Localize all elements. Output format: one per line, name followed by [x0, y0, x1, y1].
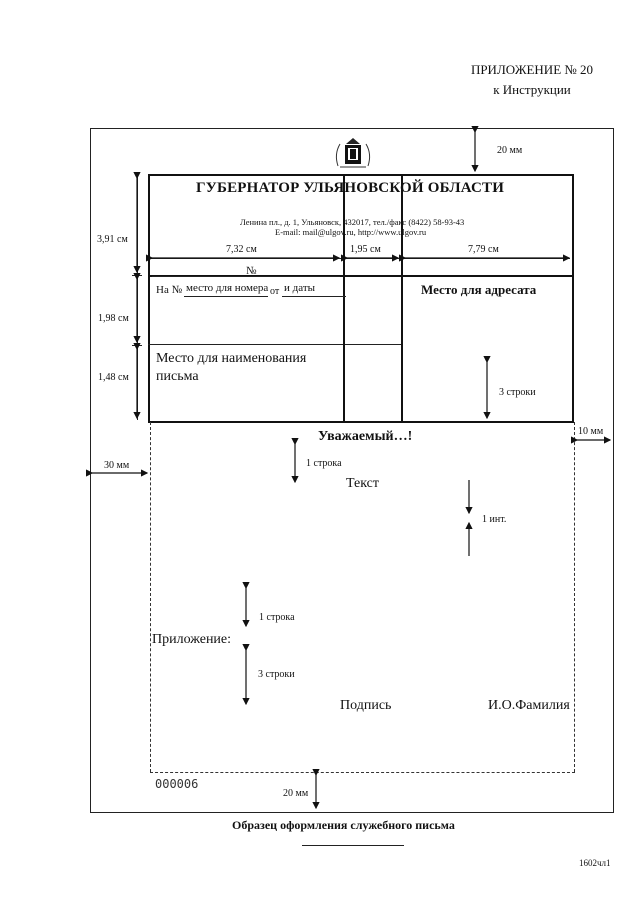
- letterhead-email: E-mail: mail@ulgov.ru, http://www.ulgov.…: [275, 227, 427, 237]
- doc-code: 1602чл1: [579, 858, 611, 868]
- addressee-gap-label: 3 строки: [499, 387, 536, 398]
- column-divider-1: [343, 175, 345, 422]
- appendix-label: Приложение:: [152, 632, 232, 647]
- appendix-title: ПРИЛОЖЕНИЕ № 20: [470, 62, 594, 77]
- figure-caption: Образец оформления служебного письма: [232, 818, 455, 832]
- appendix-gap-label: 1 строка: [259, 612, 295, 623]
- signature-gap-label: 3 строки: [258, 669, 295, 680]
- coat-of-arms-icon: [332, 136, 374, 172]
- letterhead-bottom-border: [148, 421, 574, 423]
- page-code: 000006: [155, 777, 199, 791]
- signature-placeholder: Подпись: [340, 698, 392, 713]
- col1-width-label: 7,32 см: [226, 244, 257, 255]
- top-margin-label: 20 мм: [497, 145, 523, 156]
- letterhead-title: ГУБЕРНАТОР УЛЬЯНОВСКОЙ ОБЛАСТИ: [196, 180, 505, 196]
- caption-underline: [302, 845, 404, 846]
- text-area-bottom-edge: [150, 772, 575, 773]
- appendix-heading: ПРИЛОЖЕНИЕ № 20 к Инструкции: [462, 60, 602, 100]
- letterhead-address: Ленина пл., д. 1, Ульяновск, 432017, тел…: [240, 217, 465, 227]
- appendix-subtitle: к Инструкции: [493, 82, 571, 97]
- header-bottom-line: [148, 275, 573, 277]
- number-sign: №: [246, 265, 257, 277]
- title-row-line: [148, 344, 402, 345]
- bottom-margin-label: 20 мм: [283, 788, 309, 799]
- right-margin-label: 10 мм: [578, 426, 604, 437]
- reply-from: от: [270, 286, 280, 297]
- left-margin-label: 30 мм: [104, 460, 130, 471]
- letterhead-top-border: [148, 174, 573, 176]
- signer-name: И.О.Фамилия: [488, 698, 570, 713]
- reply-prefix: На №: [156, 284, 183, 296]
- letterhead-left-border: [148, 174, 150, 422]
- reply-number-line: [184, 296, 268, 297]
- column-divider-2: [401, 175, 403, 422]
- reply-height-label: 1,98 см: [98, 313, 129, 324]
- text-gap-label: 1 инт.: [482, 514, 507, 525]
- reply-number-placeholder: место для номера: [186, 282, 269, 294]
- header-height-label: 3,91 см: [97, 234, 128, 245]
- reply-date-line: [282, 296, 346, 297]
- reply-date-placeholder: и даты: [284, 282, 316, 294]
- title-height-label: 1,48 см: [98, 372, 129, 383]
- col3-width-label: 7,79 см: [468, 244, 499, 255]
- text-area-right-edge: [574, 422, 575, 772]
- greeting: Уважаемый…!: [318, 429, 413, 444]
- addressee-placeholder: Место для адресата: [421, 282, 537, 297]
- number-field-line: [152, 276, 340, 277]
- text-area-left-edge: [150, 422, 151, 772]
- greeting-gap-label: 1 строка: [306, 458, 342, 469]
- col2-width-label: 1,95 см: [350, 244, 381, 255]
- letter-title-placeholder: Место для наименования письма: [156, 351, 307, 384]
- letterhead-right-border: [572, 174, 574, 422]
- body-text: Текст: [346, 476, 380, 491]
